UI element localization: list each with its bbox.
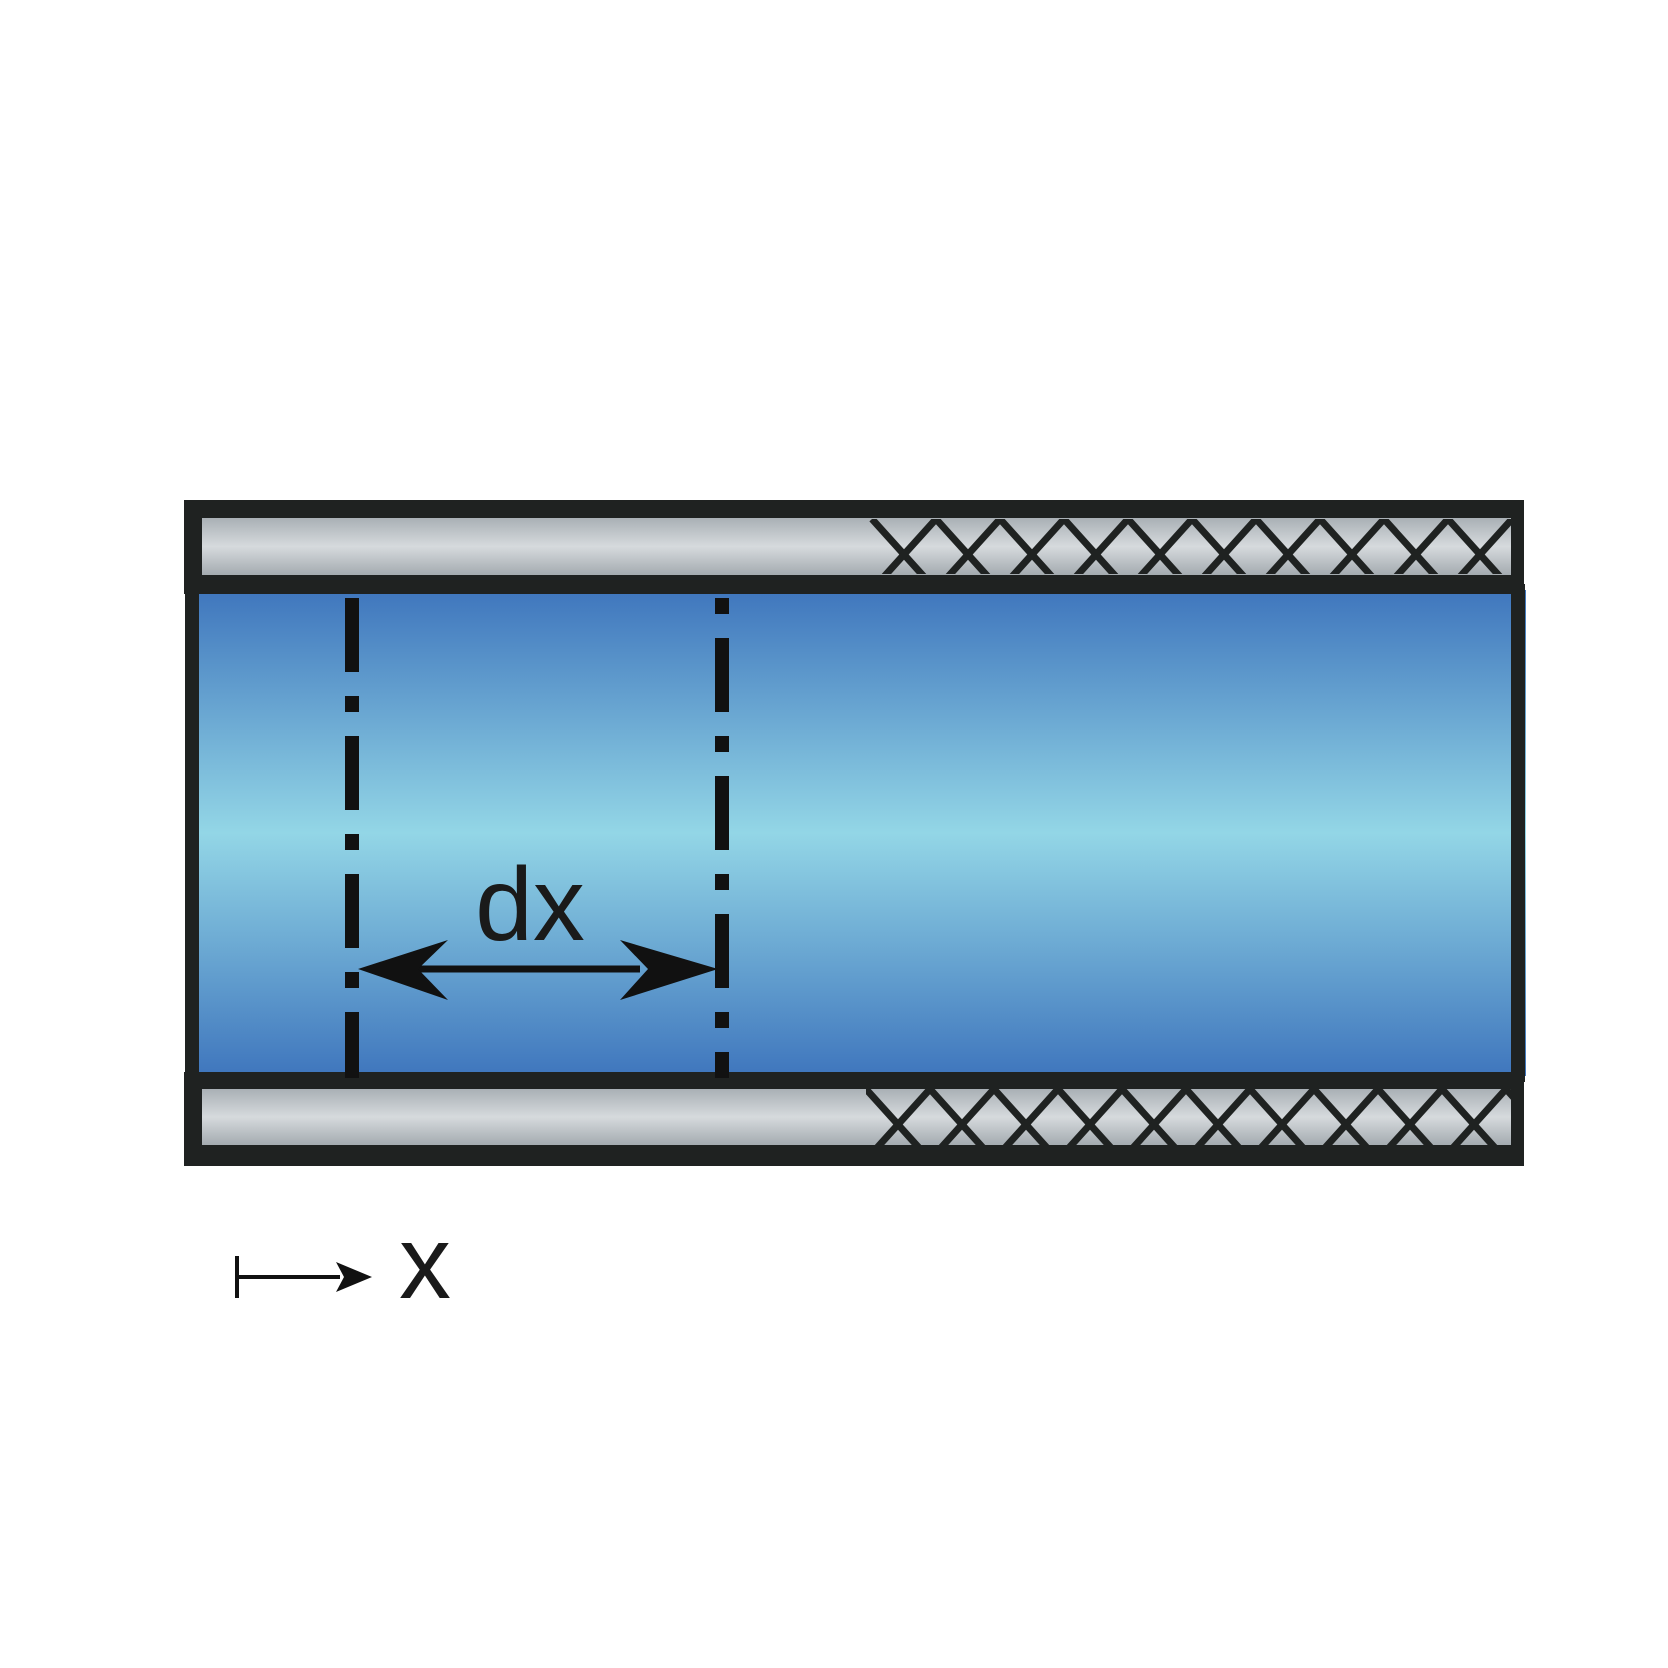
dx-arrowhead-left	[358, 940, 448, 1000]
hatch-line	[1393, 519, 1451, 574]
hatch-line	[1002, 1089, 1061, 1145]
x-axis-label: x	[399, 1205, 451, 1321]
top-wall-hatching	[869, 519, 1511, 574]
hatch-line	[1265, 519, 1323, 574]
hatch-line	[1322, 1089, 1381, 1145]
top-wall	[184, 500, 1524, 594]
hatch-line	[1130, 1089, 1189, 1145]
hatch-line	[1457, 519, 1511, 574]
hatch-line	[1073, 519, 1131, 574]
dx-arrowhead-right	[620, 940, 718, 1000]
hatch-line	[938, 1089, 997, 1145]
hatch-line	[881, 519, 939, 574]
hatch-line	[1386, 1089, 1445, 1145]
hatch-line	[1329, 519, 1387, 574]
hatch-line	[1201, 519, 1259, 574]
hatch-line	[1009, 519, 1067, 574]
x-axis-indicator	[235, 1256, 372, 1298]
dx-dimension-arrow	[358, 940, 718, 1000]
hatch-line	[1450, 1089, 1509, 1145]
hatch-line	[1137, 519, 1195, 574]
dx-label: dx	[475, 847, 585, 963]
fluid-region	[186, 590, 1526, 1076]
bottom-wall	[184, 1072, 1524, 1166]
bottom-wall-hatching	[866, 1089, 1511, 1145]
hatch-line	[945, 519, 1003, 574]
hatch-line	[1258, 1089, 1317, 1145]
x-axis-arrowhead	[336, 1262, 372, 1292]
hatch-line	[874, 1089, 933, 1145]
hatch-line	[1066, 1089, 1125, 1145]
hatch-line	[1194, 1089, 1253, 1145]
